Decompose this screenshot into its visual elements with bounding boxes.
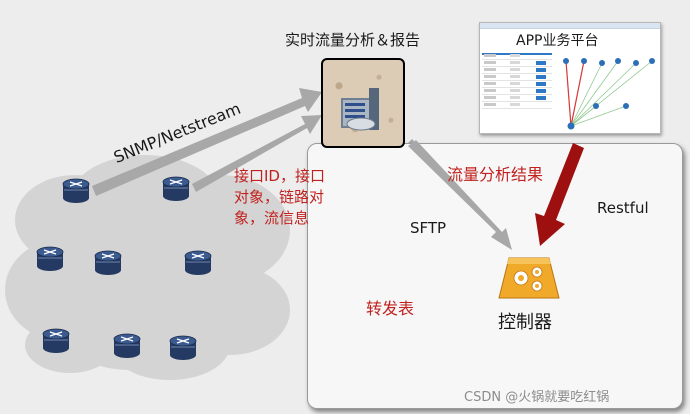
snmp-arrow (92, 88, 322, 196)
interface-info-line-1: 接口ID，接口 (234, 167, 325, 185)
controller-panel (307, 143, 683, 409)
forwarding-table-label: 转发表 (366, 299, 415, 318)
app-table-row (482, 53, 552, 60)
restful-label: Restful (597, 199, 649, 217)
app-table-row (482, 67, 552, 74)
server-icon (341, 88, 379, 131)
flow-result-label: 流量分析结果 (447, 165, 544, 184)
analysis-server-box (321, 58, 405, 148)
interface-info-line-2: 对象，链路对 (234, 188, 325, 206)
router-icon (42, 328, 70, 353)
router-icon (113, 333, 141, 358)
router-icon (184, 250, 212, 275)
app-table-row (482, 95, 552, 102)
app-platform-window: APP业务平台 (479, 22, 661, 134)
app-titlebar (480, 23, 660, 29)
app-table-row (482, 88, 552, 95)
app-table-row (482, 60, 552, 67)
app-table (482, 53, 552, 131)
router-icon (94, 250, 122, 275)
flow-result-arrow-overlay (535, 143, 584, 246)
controller-label: 控制器 (498, 312, 552, 333)
sftp-label: SFTP (410, 219, 447, 237)
realtime-analysis-label: 实时流量分析＆报告 (285, 31, 421, 49)
interface-info-line-3: 象，流信息 (234, 209, 310, 227)
app-table-row (482, 102, 552, 109)
router-icon (162, 176, 190, 201)
watermark: CSDN @火锅就要吃红锅 (464, 390, 610, 405)
app-topology-graph (563, 58, 655, 130)
gear-icon (498, 257, 560, 299)
app-table-row (482, 81, 552, 88)
interface-arrow (192, 115, 322, 192)
app-table-row (482, 74, 552, 81)
router-icon (169, 335, 197, 360)
router-icon (36, 246, 64, 271)
sftp-arrow-overlay (408, 140, 512, 250)
app-platform-title: APP业务平台 (516, 33, 599, 49)
router-icon (62, 178, 90, 203)
